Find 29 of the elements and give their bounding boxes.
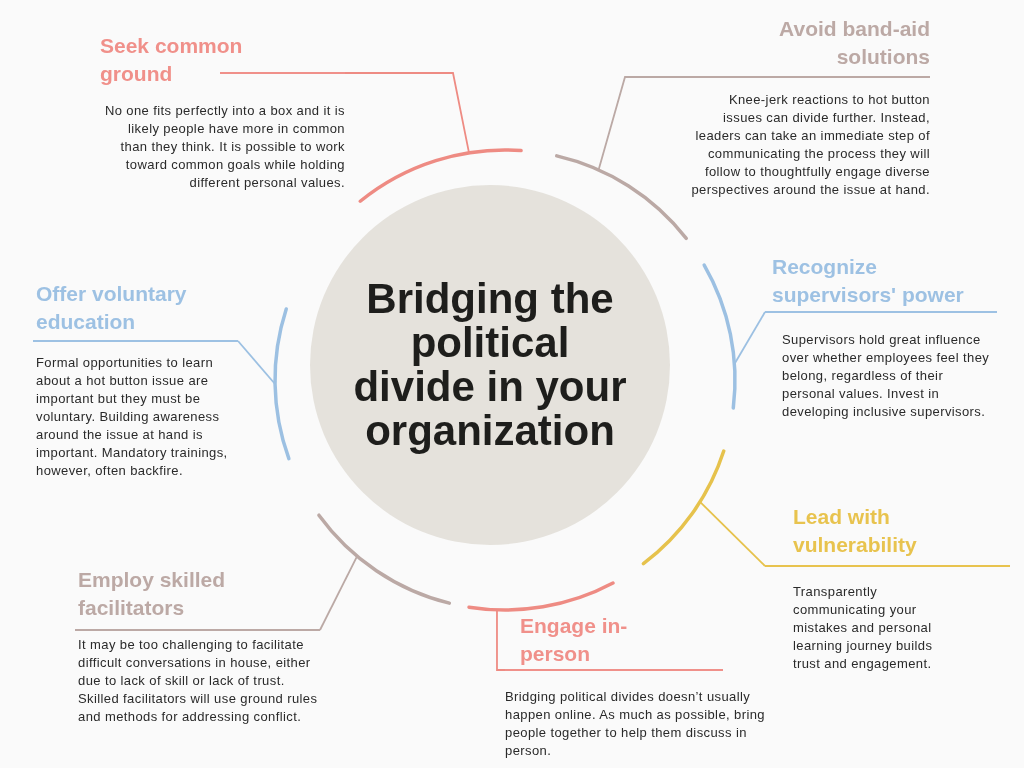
arc-segment: [641, 449, 726, 566]
arc-segment: [555, 154, 688, 241]
leader-line: [344, 72, 470, 154]
section-heading: Seek common ground: [100, 33, 244, 87]
section-heading: Recognize supervisors' power: [771, 254, 965, 308]
section-heading: Employ skilled facilitators: [77, 567, 227, 621]
section-heading: Avoid band-aid solutions: [778, 16, 930, 70]
leader-line: [237, 340, 276, 385]
body-text: Bridging political divides doesn’t usually happen online. As much as possible, bring people together to help them discuss in person.: [505, 688, 766, 760]
leader-line: [319, 555, 359, 631]
arc-segment: [358, 148, 523, 203]
body-text: Formal opportunities to learn about a hot button issue are important but they must be voluntary. Building awareness around the issue at hand is important. Mandatory trainings, however, often backfire.: [35, 354, 229, 480]
arc-segment: [702, 263, 737, 410]
body-text: Supervisors hold great influence over whether employees feel they belong, regardless of their personal values. Invest in developing inclusive supervisors.: [781, 331, 991, 421]
body-text: Knee-jerk reactions to hot button issues can divide further. Instead, leaders can take an immediate step of communicating the process they will follow to thoughtfully engage diverse perspectives around the issue at hand.: [690, 91, 930, 199]
leader-line: [699, 501, 766, 567]
leader-line: [597, 76, 691, 171]
section-heading: Offer voluntary education: [35, 281, 188, 335]
leader-line: [733, 311, 766, 365]
arc-segment: [273, 307, 291, 461]
body-text: It may be too challenging to facilitate difficult conversations in house, either due to lack of skill or lack of trust. Skilled facilitators will use ground rules and methods for addressing conflict.: [77, 636, 319, 726]
section-heading: Engage in-person: [519, 613, 629, 667]
center-title: Bridging the political divide in your organization: [352, 277, 628, 453]
arc-segment: [317, 513, 452, 605]
leader-line: [496, 608, 506, 671]
body-text: Transparently communicating your mistakes and personal learning journey builds trust and engagement.: [792, 583, 934, 673]
section-heading: Lead with vulnerability: [792, 504, 918, 558]
arc-segment: [467, 581, 615, 612]
body-text: No one fits perfectly into a box and it is likely people have more in common than they think. It is possible to work toward common goals while holding different personal values.: [103, 102, 345, 192]
